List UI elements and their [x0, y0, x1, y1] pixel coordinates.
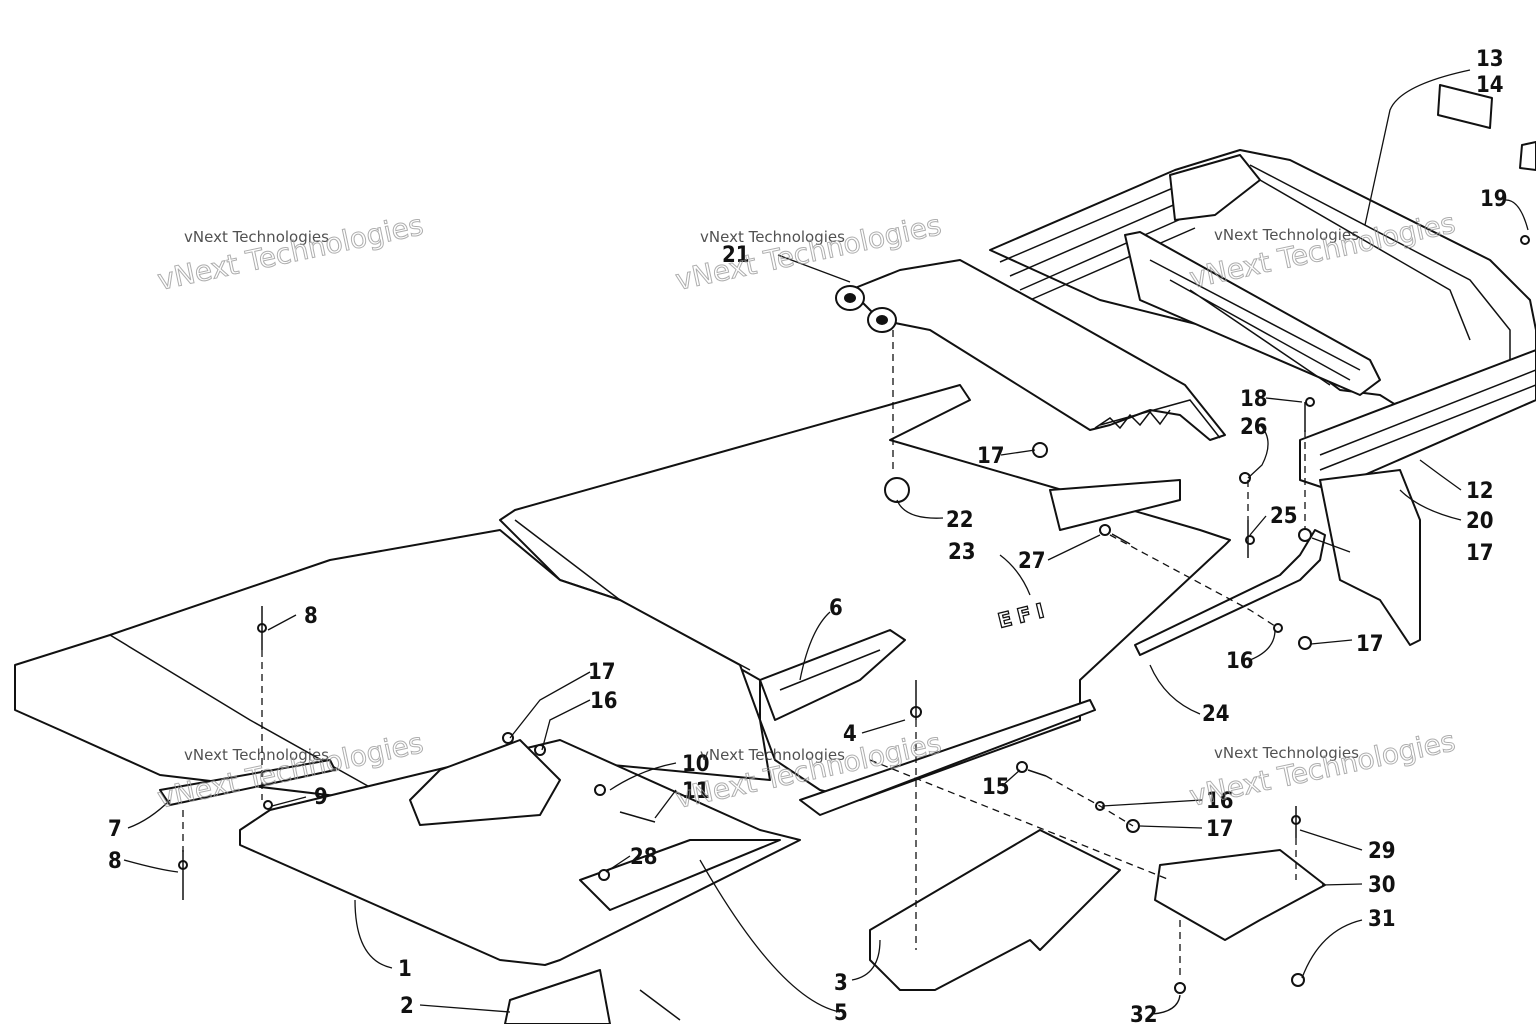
callout-17-lower: 17 — [1206, 817, 1234, 842]
rear-bumper-assembly — [989, 149, 1536, 646]
callout-2: 2 — [400, 994, 414, 1019]
bumper-tube — [1134, 529, 1326, 656]
callout-8-top: 8 — [304, 604, 318, 629]
callout-12: 12 — [1466, 479, 1494, 504]
fasteners — [178, 235, 1530, 1021]
callout-22: 22 — [946, 508, 974, 533]
plate — [504, 969, 611, 1024]
watermark-text: vNext Technologies — [184, 228, 329, 246]
callout-17-left: 17 — [588, 660, 616, 685]
tunnel-frame: EFI — [499, 384, 1231, 816]
callout-27: 27 — [1018, 549, 1046, 574]
callout-labels: 1 2 3 4 5 6 7 8 8 9 10 11 12 13 14 15 16… — [108, 47, 1508, 1024]
callout-24: 24 — [1202, 702, 1230, 727]
callout-25: 25 — [1270, 504, 1298, 529]
callout-31: 31 — [1368, 907, 1396, 932]
callout-32: 32 — [1130, 1003, 1158, 1024]
watermark-text: vNext Technologies — [700, 746, 845, 764]
callout-18: 18 — [1240, 387, 1268, 412]
watermark-text: vNext Technologies — [1214, 226, 1359, 244]
watermark-text: vNext Technologies — [700, 228, 845, 246]
callout-16-right: 16 — [1226, 649, 1254, 674]
callout-6: 6 — [829, 596, 843, 621]
callout-17-right: 17 — [1466, 541, 1494, 566]
step-plate — [1154, 849, 1326, 941]
callout-20: 20 — [1466, 509, 1494, 534]
callout-26: 26 — [1240, 415, 1268, 440]
watermark-text: vNext Technologies — [1214, 744, 1359, 762]
callout-23: 23 — [948, 540, 976, 565]
callout-30: 30 — [1368, 873, 1396, 898]
watermark-logo: vNext Technologies — [1187, 724, 1459, 813]
leader-lines — [123, 69, 1529, 1015]
callout-16-lower: 16 — [1206, 789, 1234, 814]
callout-10: 10 — [682, 752, 710, 777]
bracket — [869, 829, 1121, 991]
running-board-left — [14, 529, 801, 966]
callout-28: 28 — [630, 845, 658, 870]
callout-13: 13 — [1476, 47, 1504, 72]
assembly-lines — [182, 330, 1306, 980]
callout-14: 14 — [1476, 73, 1504, 98]
watermark-text: vNext Technologies — [184, 746, 329, 764]
callout-5: 5 — [834, 1001, 848, 1024]
callout-17-bumper: 17 — [1356, 632, 1384, 657]
callout-29: 29 — [1368, 839, 1396, 864]
callout-21: 21 — [722, 243, 750, 268]
callout-9: 9 — [314, 785, 328, 810]
callout-19: 19 — [1480, 187, 1508, 212]
callout-17-center: 17 — [977, 444, 1005, 469]
callout-7: 7 — [108, 817, 122, 842]
callout-15: 15 — [982, 775, 1010, 800]
callout-16-left: 16 — [590, 689, 618, 714]
callout-3: 3 — [834, 971, 848, 996]
callout-11: 11 — [682, 779, 710, 804]
callout-1: 1 — [398, 957, 412, 982]
callout-4: 4 — [843, 722, 857, 747]
watermark-logo: vNext Technologies — [155, 208, 427, 297]
reflector-right — [1519, 141, 1536, 171]
tail-light-housing — [835, 259, 1226, 441]
reflector — [1437, 84, 1493, 129]
callout-8-bottom: 8 — [108, 849, 122, 874]
